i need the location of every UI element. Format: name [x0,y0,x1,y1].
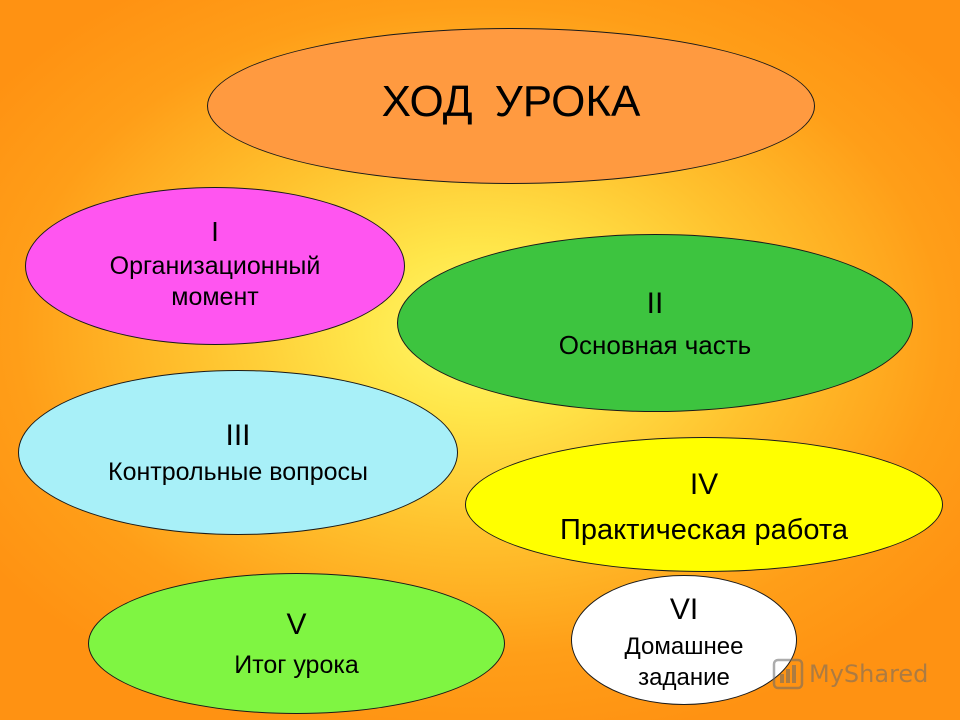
diagram-title: ХОД УРОКА [381,76,641,126]
stage-3-label: Контрольные вопросы [108,457,368,486]
stage-1-ellipse: I Организационный момент [25,187,405,345]
myshared-watermark: MyShared [771,656,928,692]
stage-6-ellipse: VI Домашнее задание [571,575,797,705]
stage-2-numeral: II [646,287,664,320]
stage-1-numeral: I [211,216,219,247]
stage-5-numeral: V [286,608,307,642]
myshared-logo-icon [772,658,804,690]
watermark-text: MyShared [809,660,929,688]
stage-4-numeral: IV [689,468,719,501]
stage-3-ellipse: III Контрольные вопросы [18,370,458,535]
stage-6-numeral: VI [669,593,699,626]
stage-4-label: Практическая работа [560,513,848,546]
stage-2-label: Основная часть [558,329,752,360]
stage-5-label: Итог урока [234,650,359,679]
stage-1-label: Организационный момент [109,252,321,312]
stage-5-ellipse: V Итог урока [88,573,505,714]
stage-3-numeral: III [225,419,251,452]
stage-2-ellipse: II Основная часть [397,234,913,412]
stage-6-label: Домашнее задание [624,633,744,692]
title-ellipse: ХОД УРОКА [207,28,815,184]
stage-4-ellipse: IV Практическая работа [465,437,943,572]
